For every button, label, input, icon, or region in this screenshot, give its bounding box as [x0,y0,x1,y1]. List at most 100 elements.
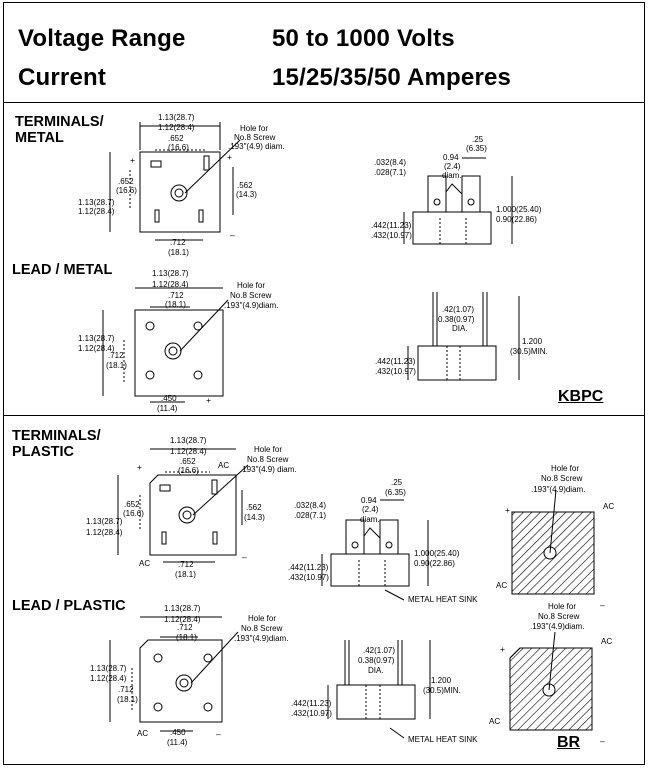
dim-25: .25 [391,478,403,487]
dim-712: .712 [178,560,194,569]
dim-width-2: 1.12(28.4) [164,615,201,624]
dim-090: 0.90(22.86) [414,559,455,568]
hole-label-2: No.8 Screw [247,455,289,464]
terminals-metal-side-view [403,157,513,245]
dim-42: .42(1.07) [442,305,474,314]
dim-height-1: 1.13(28.7) [78,198,115,207]
current-label: Current [18,64,107,91]
section-divider [3,415,645,416]
dim-432: .432(10.97) [371,231,412,240]
plus-sign: + [130,155,135,165]
dim-height-1: 1.13(28.7) [90,664,127,673]
dim-032: .032(8.4) [374,158,406,167]
hole-label-1: Hole for [248,614,276,623]
dim-114: (11.4) [167,738,188,747]
ac-label: AC [218,461,229,470]
dim-442: .442(11.23) [291,699,332,708]
dim-166: (16.6) [168,143,189,152]
dim-038: 0.38(0.97) [438,315,475,324]
plus-sign: + [227,152,232,162]
dim-166-left: (16.6) [123,509,144,518]
terminals-plastic-top-view [117,448,249,563]
dim-width-1: 1.13(28.7) [170,436,207,445]
dim-712-left: .712 [108,351,124,360]
hole-label-2: No.8 Screw [541,474,583,483]
dim-635: (6.35) [385,488,406,497]
dim-094: 0.94 [361,496,377,505]
dim-height-2: 1.12(28.4) [90,674,127,683]
dim-114: (11.4) [157,404,178,413]
dim-442: .442(11.23) [371,221,412,230]
dim-562: .562 [237,181,253,190]
dim-dia: DIA. [368,666,384,675]
dim-width-1: 1.13(28.7) [158,113,195,122]
hole-label-3: .193"(4.9)diam. [224,301,278,310]
plus-sign: + [505,505,510,515]
dim-1200: 1.200 [431,676,452,685]
dim-652: .652 [168,134,184,143]
plus-sign: + [500,644,505,654]
heat-sink-label: METAL HEAT SINK [408,735,478,744]
dim-028: .028(7.1) [294,511,326,520]
dim-42: .42(1.07) [363,646,395,655]
spec-frame [3,2,645,765]
section-terminals-metal: TERMINALS/ METAL [15,114,104,146]
plus-sign: + [206,395,211,405]
dim-166-left: (16.6) [116,186,137,195]
minus-sign: – [230,230,235,240]
dim-181: (18.1) [175,570,196,579]
dim-25: .25 [472,135,484,144]
lead-metal-side-view [407,292,520,381]
dim-712-left: .712 [118,685,134,694]
dim-height-1: 1.13(28.7) [78,334,115,343]
hole-label-1: Hole for [254,445,282,454]
hole-label-3: .193"(4.9)diam. [531,485,585,494]
minus-sign: – [242,552,247,562]
dim-height-2: 1.12(28.4) [78,207,115,216]
ac-label: AC [139,559,150,568]
terminals-metal-top-view [109,122,241,241]
lead-plastic-side-view [327,640,431,739]
heat-sink-label: METAL HEAT SINK [408,595,478,604]
ac-label: AC [601,637,612,646]
dim-1200: 1.200 [522,337,543,346]
current-value: 15/25/35/50 Amperes [272,64,512,91]
terminals-plastic-side-view [321,499,429,601]
ac-label: AC [496,581,507,590]
dim-432: .432(10.97) [288,573,329,582]
hole-label-2: No.8 Screw [241,624,283,633]
dim-143: (14.3) [244,513,265,522]
dim-height-1: 1.13(28.7) [86,517,123,526]
section-lead-plastic: LEAD / PLASTIC [12,598,126,614]
dim-450: .450 [170,728,186,737]
ac-label: AC [603,502,614,511]
dim-143: (14.3) [236,190,257,199]
dim-090: 0.90(22.86) [496,215,537,224]
hole-label-2: No.8 Screw [538,612,580,621]
dim-dia: DIA. [452,324,468,333]
dim-442: .442(11.23) [288,563,329,572]
dim-652-left: .652 [124,500,140,509]
dim-diam: diam. [442,171,462,180]
dim-width-1: 1.13(28.7) [164,604,201,613]
minus-sign: – [600,736,605,746]
dim-181: (18.1) [176,633,197,642]
dim-width-2: 1.12(28.4) [152,280,189,289]
hole-label-3: .193"(4.9)diam. [234,634,288,643]
dim-305: (30.5)MIN. [510,347,548,356]
dim-width-2: 1.12(28.4) [158,123,195,132]
dim-diam: diam. [360,515,380,524]
dim-width-1: 1.13(28.7) [152,269,189,278]
hole-label-1: Hole for [548,602,576,611]
ac-label: AC [137,729,148,738]
package-br: BR [557,734,581,751]
voltage-range-value: 50 to 1000 Volts [272,25,455,52]
dim-height-2: 1.12(28.4) [78,344,115,353]
hole-label-3: .193"(4.9)diam. [530,622,584,631]
dim-432: .432(10.97) [291,709,332,718]
dim-094: 0.94 [443,153,459,162]
ac-label: AC [489,717,500,726]
dim-181: (18.1) [168,248,189,257]
dim-635: (6.35) [466,144,487,153]
dim-652: .652 [180,457,196,466]
